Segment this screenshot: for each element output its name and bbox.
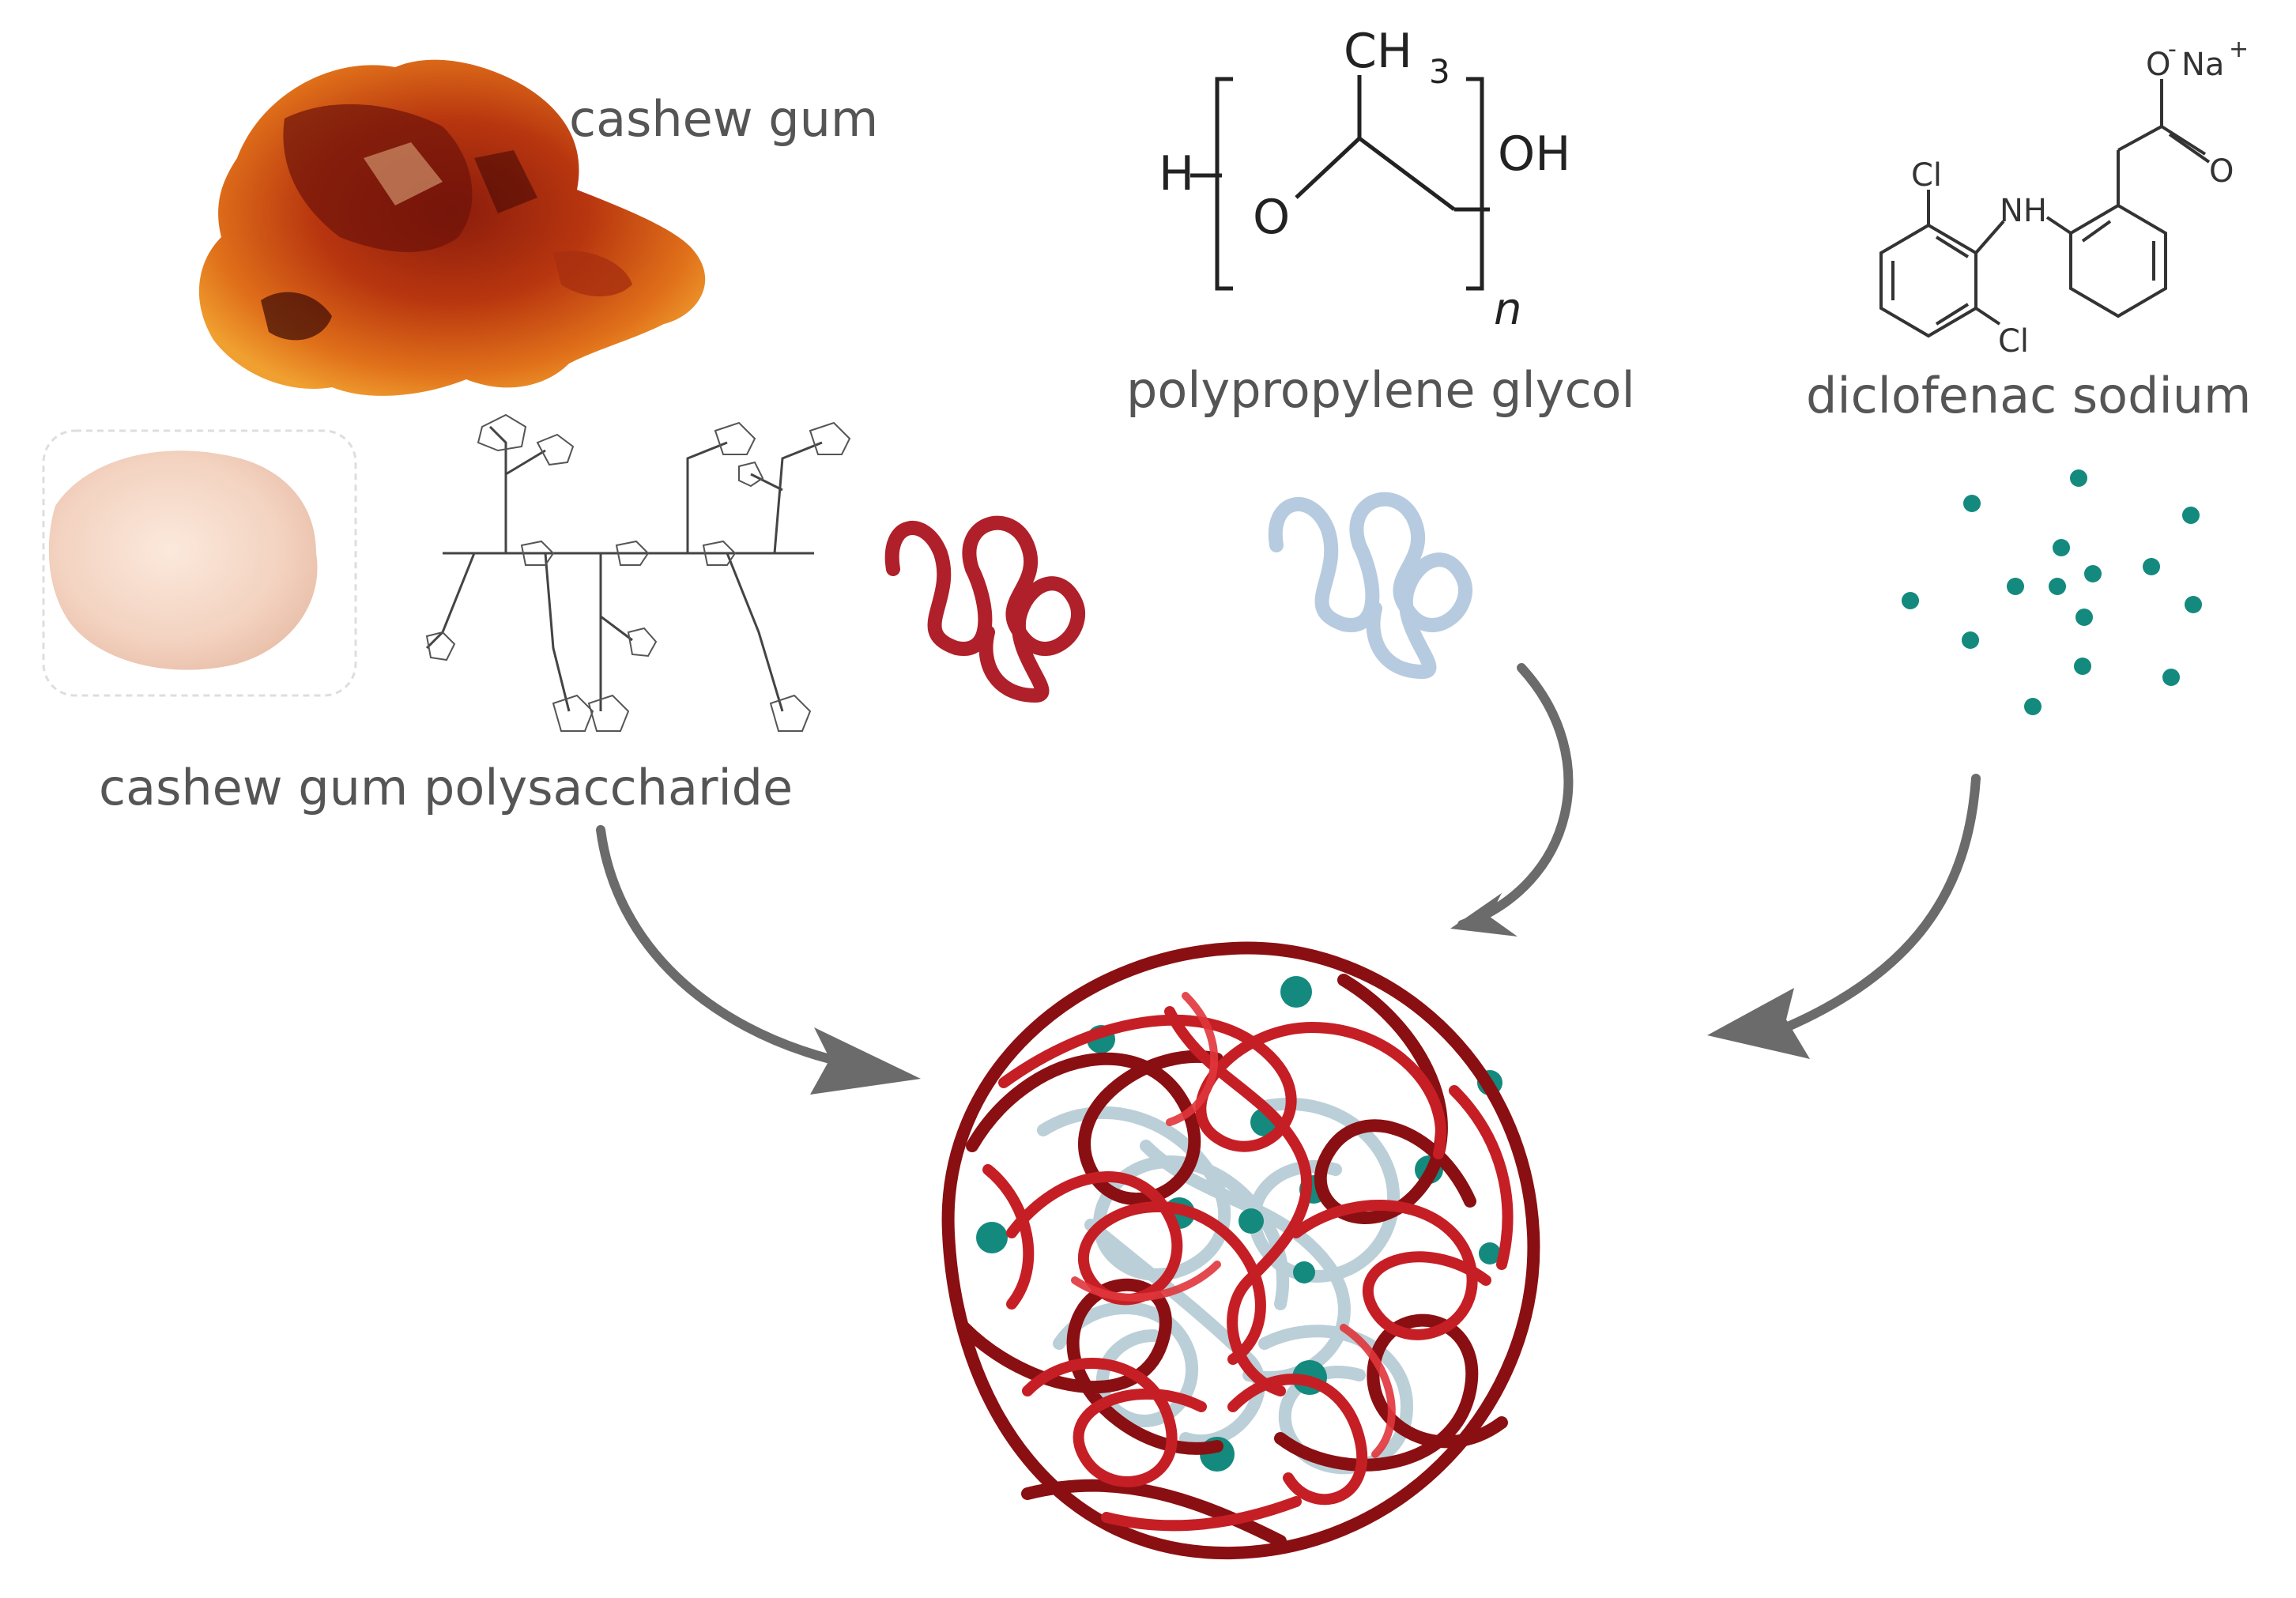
svg-text:O: O	[2209, 153, 2234, 190]
diclofenac-atoms: O - Na + O NH Cl Cl	[1911, 36, 2249, 360]
arrow-left	[596, 825, 835, 1064]
cashew-gum-image	[198, 59, 706, 396]
svg-text:+: +	[2229, 36, 2249, 63]
label-diclofenac-sodium: diclofenac sodium	[1806, 367, 2251, 424]
arrows	[596, 663, 1981, 1064]
ppg-coil	[1268, 492, 1472, 680]
arrow-right	[1781, 774, 1981, 1032]
cashew-gum-coil	[884, 515, 1085, 703]
svg-text:Na: Na	[2181, 47, 2224, 83]
arrowhead-right	[1707, 988, 1810, 1059]
drug-molecules	[1902, 469, 2202, 715]
powder-image	[42, 429, 357, 697]
svg-text:n: n	[1494, 284, 1522, 335]
svg-text:Cl: Cl	[1998, 323, 2029, 360]
diclofenac-structure	[1879, 79, 2211, 338]
label-cashew-gum: cashew gum	[569, 90, 878, 148]
ppg-structure: H O CH 3 OH n	[1159, 24, 1570, 335]
arrowhead-left	[810, 1027, 921, 1095]
svg-text:3: 3	[1429, 52, 1450, 91]
arrow-middle	[1457, 663, 1574, 929]
svg-text:H: H	[1159, 146, 1194, 202]
nanoparticle	[925, 941, 1540, 1560]
svg-text:-: -	[2168, 36, 2177, 63]
svg-text:OH: OH	[1498, 126, 1570, 182]
label-cashew-gum-polysaccharide: cashew gum polysaccharide	[99, 759, 793, 816]
arrowhead-middle	[1450, 893, 1517, 937]
svg-text:Cl: Cl	[1911, 157, 1942, 194]
svg-text:CH: CH	[1344, 24, 1412, 79]
label-polypropylene-glycol: polypropylene glycol	[1126, 361, 1635, 419]
svg-text:NH: NH	[2000, 193, 2047, 229]
arrowheads	[810, 893, 1810, 1095]
svg-text:O: O	[1253, 190, 1290, 245]
svg-text:O: O	[2146, 47, 2170, 83]
polysaccharide-structure	[425, 413, 851, 732]
